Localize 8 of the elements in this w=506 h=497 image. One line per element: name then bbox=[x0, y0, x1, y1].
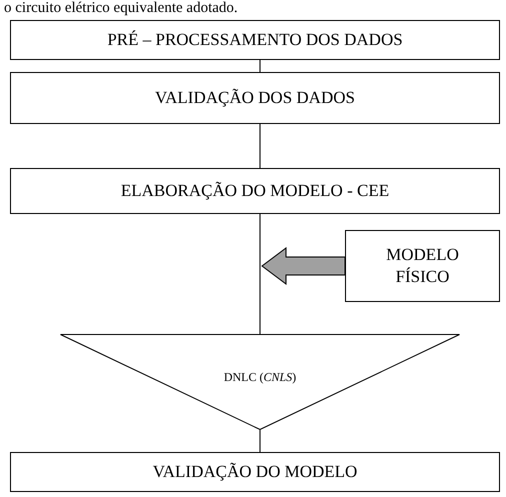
process-box: ELABORAÇÃO DO MODELO - CEE bbox=[10, 168, 500, 214]
block-arrow bbox=[261, 247, 346, 285]
process-box: PRÉ – PROCESSAMENTO DOS DADOS bbox=[10, 20, 500, 60]
process-box: MODELO FÍSICO bbox=[345, 230, 500, 302]
note-text: o circuito elétrico equivalente adotado. bbox=[4, 0, 238, 17]
process-box: VALIDAÇÃO DOS DADOS bbox=[10, 72, 500, 124]
step-label: DNLC (CNLS) bbox=[224, 370, 296, 386]
process-box: VALIDAÇÃO DO MODELO bbox=[10, 452, 500, 492]
